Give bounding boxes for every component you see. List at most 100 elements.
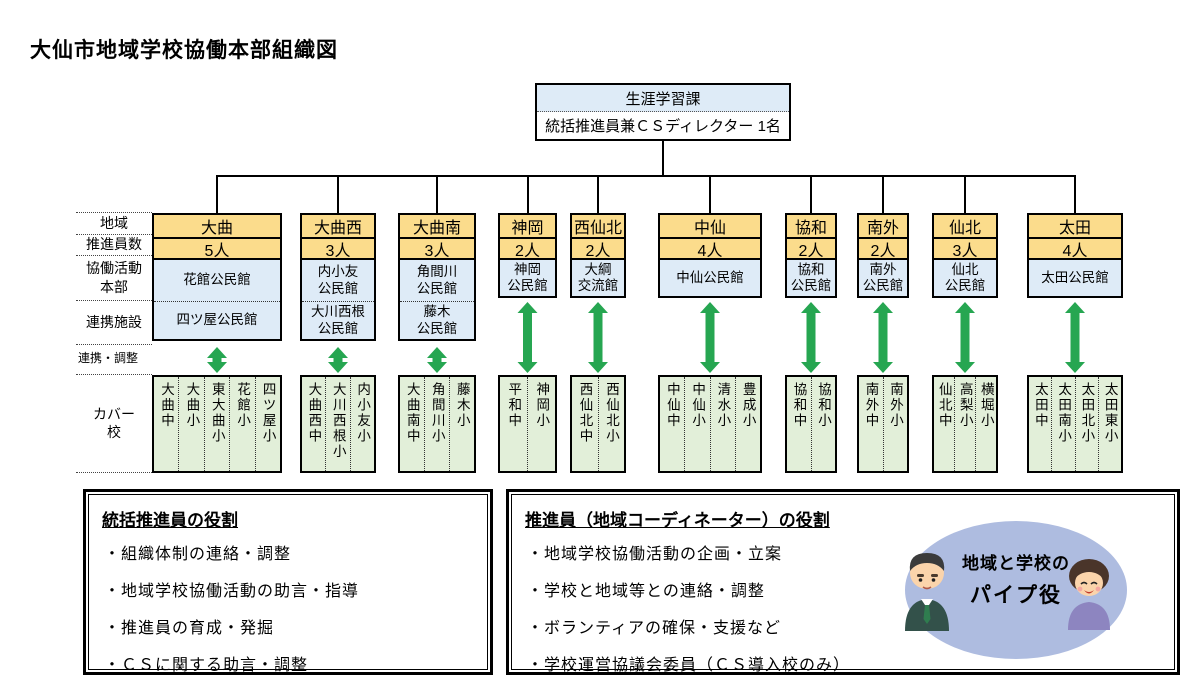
hq-hall-cell: 協和 公民館 xyxy=(787,258,835,296)
hq-hall-cell: 中仙公民館 xyxy=(660,258,760,296)
label-divider xyxy=(76,255,152,256)
partner-hall-cell: 藤木 公民館 xyxy=(400,301,474,339)
row-label-coordination: 連携・調整 xyxy=(78,351,139,366)
school-cell: 四ツ屋小 xyxy=(254,377,280,471)
region-name: 協和 xyxy=(787,215,835,237)
region-name: 太田 xyxy=(1029,215,1121,237)
school-name: 大曲中 xyxy=(158,382,174,429)
hq-hall-cell: 角間川 公民館 xyxy=(400,258,474,301)
cover-schools-box: 中仙中中仙小清水小豊成小 xyxy=(658,375,762,473)
region-name: 大曲南 xyxy=(400,215,474,237)
hq-hall-cell: 大綱 交流館 xyxy=(572,258,624,296)
school-cell: 太田東小 xyxy=(1097,377,1121,471)
region-staff-count: 2人 xyxy=(787,237,835,260)
link-arrow xyxy=(427,347,447,373)
tree-branch-line xyxy=(597,176,599,213)
school-cell: 南外小 xyxy=(882,377,908,471)
roles-panel-coordinator-list: ・地域学校協働活動の企画・立案・学校と地域等との連絡・調整・ボランティアの確保・… xyxy=(527,540,1174,675)
school-name: 豊成小 xyxy=(740,382,756,429)
hq-hall-cell: 神岡 公民館 xyxy=(500,258,555,296)
link-arrow xyxy=(207,347,227,373)
school-name: 大曲南中 xyxy=(404,382,420,444)
school-cell: 仙北中 xyxy=(934,377,954,471)
row-label-staff: 推進員数 xyxy=(86,236,142,253)
hq-hall-cell: 太田公民館 xyxy=(1029,258,1121,296)
school-name: 南外中 xyxy=(863,382,879,429)
school-name: 大曲小 xyxy=(184,382,200,429)
region-staff-count: 4人 xyxy=(660,237,760,260)
school-cell: 中仙小 xyxy=(684,377,709,471)
roles-panel-coordinator-title: 推進員（地域コーディネーター）の役割 xyxy=(525,511,830,530)
region-name: 中仙 xyxy=(660,215,760,237)
school-name: 協和中 xyxy=(791,382,807,429)
row-label-cover: カバー 校 xyxy=(93,405,135,440)
roles-panel-chief-list: ・組織体制の連絡・調整・地域学校協働活動の助言・指導・推進員の育成・発掘・ＣＳに… xyxy=(104,540,487,675)
cover-schools-box: 平和中神岡小 xyxy=(498,375,557,473)
link-arrow xyxy=(873,302,893,373)
root-department: 生涯学習課 xyxy=(537,85,789,112)
school-name: 内小友小 xyxy=(355,382,371,444)
link-arrow xyxy=(955,302,975,373)
school-cell: 横堀小 xyxy=(975,377,996,471)
role-item: ・ボランティアの確保・支援など xyxy=(527,620,782,637)
region-name: 大曲西 xyxy=(302,215,374,237)
pipe-role-badge-line1: 地域と学校の xyxy=(962,554,1070,573)
cover-schools-box: 協和中協和小 xyxy=(785,375,837,473)
school-cell: 花館小 xyxy=(229,377,254,471)
school-name: 太田北小 xyxy=(1079,382,1095,444)
role-item: ・学校と地域等との連絡・調整 xyxy=(527,583,765,600)
school-cell: 大曲西中 xyxy=(302,377,325,471)
cover-schools-box: 仙北中高梨小横堀小 xyxy=(932,375,998,473)
school-cell: 東大曲小 xyxy=(203,377,229,471)
cover-schools-box: 大曲中大曲小東大曲小花館小四ツ屋小 xyxy=(152,375,282,473)
school-name: 四ツ屋小 xyxy=(260,382,276,444)
school-name: 藤木小 xyxy=(454,382,470,429)
tree-branch-line xyxy=(526,176,529,213)
school-name: 太田中 xyxy=(1032,382,1048,429)
school-name: 平和中 xyxy=(506,382,522,429)
school-name: 中仙中 xyxy=(664,382,680,429)
row-label-region: 地域 xyxy=(100,215,128,232)
hq-hall-cell: 花館公民館 xyxy=(154,258,280,301)
cover-schools-box: 西仙北中西仙北小 xyxy=(570,375,626,473)
region-name: 大曲 xyxy=(154,215,280,237)
school-name: 角間川小 xyxy=(429,382,445,444)
role-item: ・組織体制の連絡・調整 xyxy=(104,546,292,563)
cover-schools-box: 太田中太田南小太田北小太田東小 xyxy=(1027,375,1123,473)
cover-schools-box: 大曲西中大川西根小内小友小 xyxy=(300,375,376,473)
man-illustration xyxy=(905,553,949,631)
school-name: 高梨小 xyxy=(957,382,973,429)
label-divider xyxy=(76,234,152,235)
school-cell: 大曲中 xyxy=(154,377,178,471)
hq-hall-cell: 内小友 公民館 xyxy=(302,258,374,301)
school-cell: 清水小 xyxy=(709,377,735,471)
school-cell: 大川西根小 xyxy=(325,377,349,471)
region-name: 神岡 xyxy=(500,215,555,237)
school-cell: 平和中 xyxy=(500,377,527,471)
cover-schools-box: 大曲南中角間川小藤木小 xyxy=(398,375,476,473)
tree-branch-line xyxy=(964,176,966,213)
school-name: 南外小 xyxy=(888,382,903,429)
school-name: 東大曲小 xyxy=(209,382,225,444)
label-divider xyxy=(76,374,152,375)
school-name: 大川西根小 xyxy=(330,382,346,460)
role-item: ・ＣＳに関する助言・調整 xyxy=(104,657,309,674)
school-cell: 高梨小 xyxy=(954,377,975,471)
school-cell: 西仙北小 xyxy=(597,377,625,471)
school-name: 清水小 xyxy=(715,382,731,429)
school-cell: 太田中 xyxy=(1029,377,1051,471)
school-cell: 協和中 xyxy=(787,377,811,471)
row-label-partner: 連携施設 xyxy=(86,313,142,330)
link-arrow xyxy=(328,347,348,373)
root-box: 生涯学習課 統括推進員兼ＣＳディレクター 1名 xyxy=(535,83,791,141)
region-name: 仙北 xyxy=(934,215,996,237)
root-role: 統括推進員兼ＣＳディレクター 1名 xyxy=(545,118,781,135)
tree-branch-line xyxy=(1074,176,1076,213)
school-cell: 協和小 xyxy=(810,377,836,471)
